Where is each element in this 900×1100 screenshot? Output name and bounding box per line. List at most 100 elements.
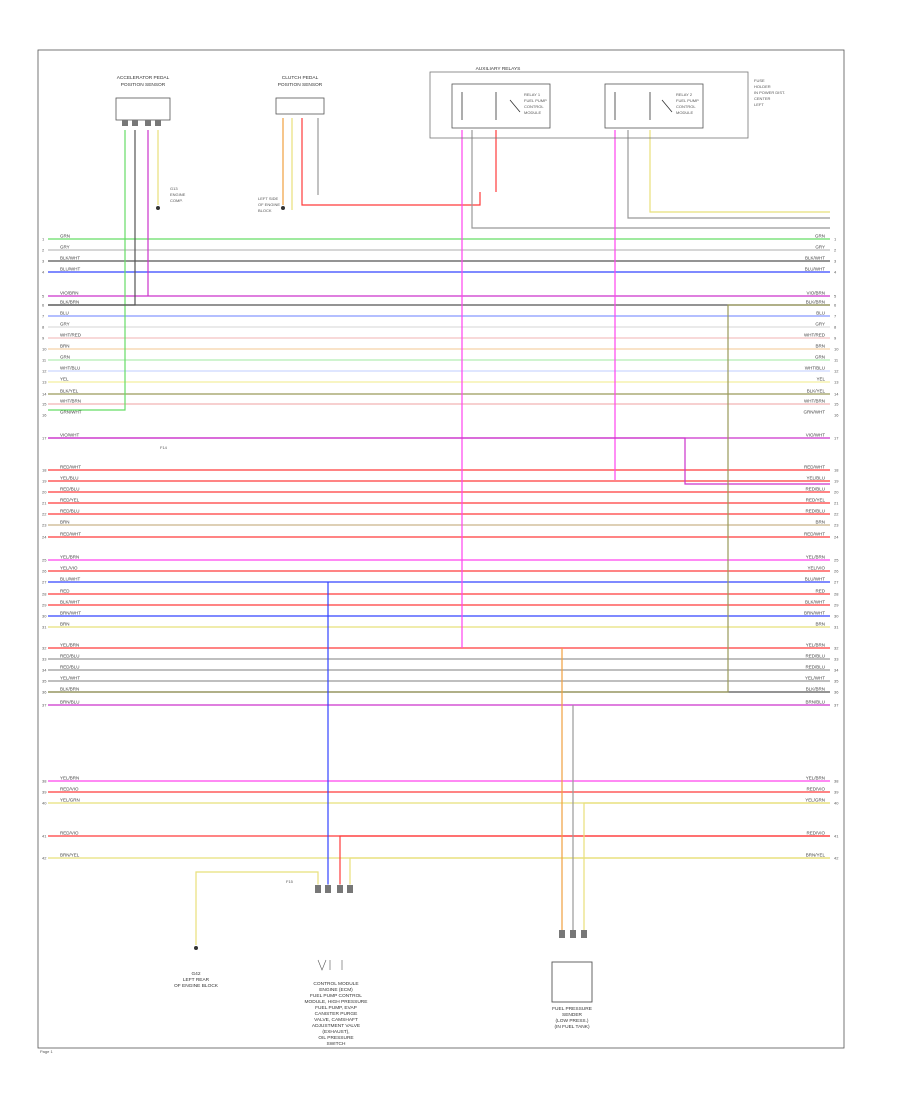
- ecm-label-3: FUEL PUMP CONTROL: [310, 993, 362, 999]
- wire-tag-left: BLU: [60, 311, 69, 316]
- relay-note-1: FUSE: [754, 78, 765, 83]
- wire-tag-right: VIO/BRN: [806, 291, 825, 296]
- wire-pin-left: 10: [42, 347, 47, 352]
- wire-pin-left: 28: [42, 592, 47, 597]
- wire-center-red: [339, 835, 830, 885]
- wire-pin-left: 39: [42, 790, 47, 795]
- wire-pin-right: 23: [834, 523, 839, 528]
- fuse-mark-2: F15: [286, 879, 294, 884]
- ground-bottom-label-3: OF ENGINE BLOCK: [174, 983, 219, 989]
- wire-tag-right: YEL/GRN: [805, 798, 825, 803]
- wire-tag-left: WHT/BRN: [60, 399, 81, 404]
- wire-tag-left: YEL/BLU: [60, 476, 79, 481]
- wire-tag-left: WHT/BLU: [60, 366, 80, 371]
- wire-tag-right: GRN: [815, 234, 825, 239]
- relay-note-2: HOLDER: [754, 84, 771, 89]
- wire-tag-left: YEL/VIO: [60, 566, 78, 571]
- wire-pin-right: 2: [834, 248, 837, 253]
- wire-pin-right: 20: [834, 490, 839, 495]
- ecm-label-11: SWITCH: [327, 1041, 346, 1047]
- wire-pin-left: 26: [42, 569, 47, 574]
- wire-pin-right: 15: [834, 402, 839, 407]
- wire-tag-left: BRN: [60, 622, 70, 627]
- page-reference: Page 1: [40, 1049, 53, 1054]
- wire-tag-right: YEL: [816, 377, 825, 382]
- wire-tag-left: RED/VIO: [60, 787, 79, 792]
- wire-tag-left: BRN/BLU: [60, 700, 80, 705]
- wire-pin-left: 18: [42, 468, 47, 473]
- wire-pin-left: 25: [42, 558, 47, 563]
- accel-label-1: ACCELERATOR PEDAL: [117, 75, 170, 81]
- relay-note-3: IN POWER DIST.: [754, 90, 785, 95]
- sender-label-2: SENDER: [562, 1012, 583, 1018]
- wire-tag-right: BLU/WHT: [805, 267, 826, 272]
- ground-2-label-1: LEFT SIDE: [258, 196, 278, 201]
- wire-pin-right: 27: [834, 580, 839, 585]
- wire-pin-right: 22: [834, 512, 839, 517]
- wire-tag-left: BRN: [60, 520, 70, 525]
- wire-pin-right: 16: [834, 413, 839, 418]
- wire-pin-right: 34: [834, 668, 839, 673]
- wire-tag-right: RED/BLU: [805, 665, 825, 670]
- wire-tag-left: YEL/BRN: [60, 643, 79, 648]
- ground-bottom: G42 LEFT REAR OF ENGINE BLOCK: [174, 946, 219, 989]
- ecm-label-8: ADJUSTMENT VALVE: [312, 1023, 360, 1029]
- wire-tag-right: RED/BLU: [805, 487, 825, 492]
- wire-tag-left: RED/VIO: [60, 831, 79, 836]
- wire-pin-right: 12: [834, 369, 839, 374]
- wire-tag-left: RED: [60, 589, 70, 594]
- wire-violet-jog: [48, 437, 830, 485]
- wire-pin-right: 4: [834, 270, 837, 275]
- wire-tag-right: GRN/WHT: [804, 410, 826, 415]
- fuel-pressure-sender: FUEL PRESSURE SENDER (LOW PRESS.) (IN FU…: [551, 930, 593, 1030]
- wire-center-ground: [195, 871, 319, 945]
- relay1-label-4: MODULE: [524, 110, 541, 115]
- wire-tag-right: YEL/BRN: [806, 555, 825, 560]
- ecm-label-7: VALVE, CAMSHAFT: [314, 1017, 358, 1023]
- wire-tag-right: BLK/WHT: [805, 256, 825, 261]
- ecm-label-4: MODULE, HIGH PRESSURE: [305, 999, 368, 1005]
- ground-2-label-2: OF ENGINE: [258, 202, 280, 207]
- accel-pedal-sensor: ACCELERATOR PEDAL POSITION SENSOR: [115, 75, 171, 126]
- wire-tag-left: RED/BLU: [60, 487, 80, 492]
- wire-pin-left: 9: [42, 336, 45, 341]
- wire-pin-left: 16: [42, 413, 47, 418]
- wire-relay1-gray: [471, 130, 830, 229]
- wire-pin-left: 23: [42, 523, 47, 528]
- wire-pin-left: 27: [42, 580, 47, 585]
- wire-tag-right: WHT/BRN: [804, 399, 825, 404]
- wire-pin-right: 36: [834, 690, 839, 695]
- wire-tag-left: YEL/GRN: [60, 798, 80, 803]
- wire-pin-right: 8: [834, 325, 837, 330]
- wire-pin-left: 7: [42, 314, 45, 319]
- ground-1-label-2: ENGINE: [170, 192, 186, 197]
- wire-tag-left: BRN: [60, 344, 70, 349]
- wire-tag-right: BLK/WHT: [805, 600, 825, 605]
- wire-pin-left: 11: [42, 358, 47, 363]
- wire-pin-left: 33: [42, 657, 47, 662]
- wire-tag-left: RED/BLU: [60, 654, 80, 659]
- relay1-label-1: RELAY 1: [524, 92, 541, 97]
- fuse-mark: F14: [160, 445, 168, 450]
- wire-pin-left: 32: [42, 646, 47, 651]
- wire-pin-right: 11: [834, 358, 839, 363]
- ecm-label-10: OIL PRESSURE: [318, 1035, 353, 1041]
- wire-pin-left: 12: [42, 369, 47, 374]
- sender-label-3: (LOW PRESS.): [555, 1018, 588, 1024]
- wire-tag-right: YEL/WHT: [805, 676, 825, 681]
- wire-pin-left: 31: [42, 625, 47, 630]
- wire-pin-right: 30: [834, 614, 839, 619]
- wire-accel-green: [48, 130, 126, 411]
- wire-tag-right: GRN: [815, 355, 825, 360]
- wire-tag-left: GRY: [60, 322, 70, 327]
- wire-clutch-red: [301, 118, 481, 206]
- clutch-label-2: POSITION SENSOR: [278, 82, 323, 88]
- relay-box-title: AUXILIARY RELAYS: [476, 66, 521, 72]
- ecm-label-5: FUEL PUMP, EVAP: [315, 1005, 357, 1011]
- wire-pin-right: 19: [834, 479, 839, 484]
- wire-pin-left: 6: [42, 303, 45, 308]
- wire-pin-right: 17: [834, 436, 839, 441]
- ground-2-label-3: BLOCK: [258, 208, 272, 213]
- wire-pin-right: 32: [834, 646, 839, 651]
